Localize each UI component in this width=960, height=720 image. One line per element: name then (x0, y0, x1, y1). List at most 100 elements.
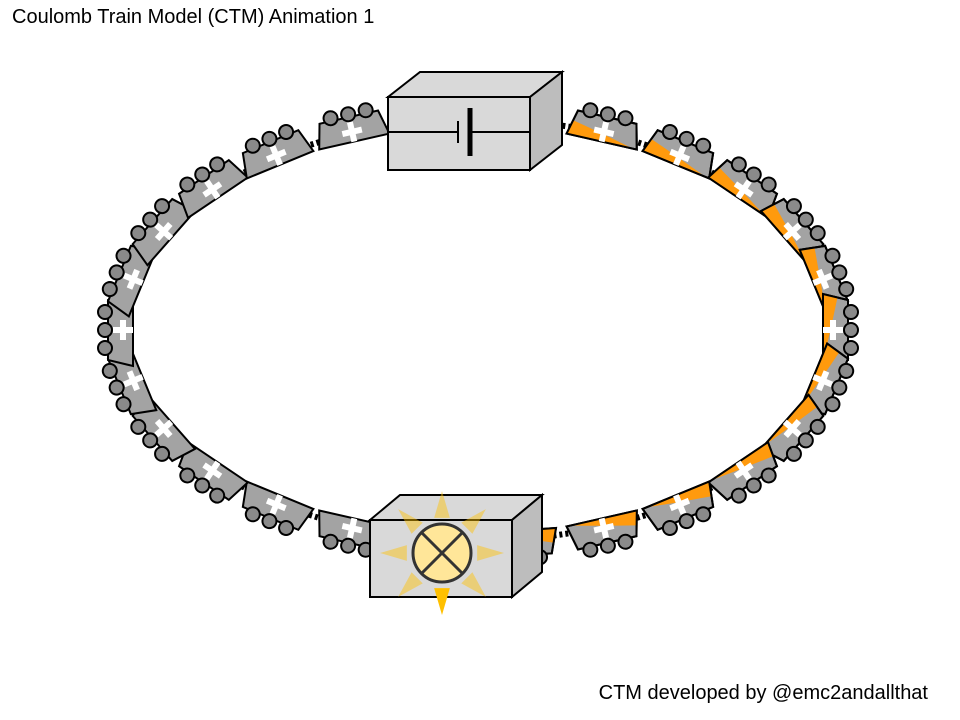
train-cart (641, 480, 719, 537)
charge-plus-icon (733, 181, 754, 198)
charge-plus-icon (154, 222, 173, 241)
credit-text: CTM developed by @emc2andallthat (598, 682, 928, 704)
charge-plus-icon (265, 148, 287, 163)
wheel (824, 396, 841, 413)
wheel (745, 166, 762, 183)
wheel (661, 123, 678, 140)
charge-plus-icon (593, 523, 615, 534)
wheel (194, 166, 211, 183)
battery-box (385, 69, 565, 173)
train-cart (565, 102, 641, 151)
wheel (617, 110, 634, 127)
wheel (278, 123, 295, 140)
charge-plus-icon (120, 320, 126, 340)
wheel (179, 176, 196, 193)
wheel (97, 322, 113, 338)
wheel (785, 445, 802, 462)
wheel (809, 225, 826, 242)
wheel (340, 106, 357, 123)
charge-plus-icon (669, 148, 691, 163)
light-ray (461, 509, 486, 534)
wheel (278, 520, 295, 537)
charge-plus-icon (733, 462, 754, 479)
light-ray (477, 545, 504, 561)
wheel (661, 520, 678, 537)
wheel (730, 487, 747, 504)
wheel (101, 281, 118, 298)
wheel (97, 340, 113, 356)
bulb-box (367, 491, 545, 615)
wheel (322, 110, 339, 127)
wheel (101, 362, 118, 379)
wheel (582, 541, 599, 558)
light-ray (380, 545, 407, 561)
wheel (730, 156, 747, 173)
wheel (194, 477, 211, 494)
train-cart (177, 156, 250, 220)
wheel (154, 445, 171, 462)
wheel (695, 506, 712, 523)
energy-load (823, 294, 839, 366)
wheel (617, 533, 634, 550)
light-ray (398, 509, 423, 534)
wheel (760, 176, 777, 193)
charge-plus-icon (783, 222, 802, 241)
wheel (142, 211, 159, 228)
wheel (142, 432, 159, 449)
charge-plus-icon (341, 126, 363, 137)
wheel (797, 211, 814, 228)
wheel (322, 533, 339, 550)
train-cart (130, 197, 197, 267)
wheel (599, 106, 616, 123)
charge-plus-icon (669, 497, 691, 512)
wheel (582, 102, 599, 119)
train-cart (241, 480, 315, 537)
train-cart (241, 123, 315, 180)
charge-plus-icon (202, 181, 223, 198)
wheel (108, 264, 125, 281)
charge-plus-icon (593, 126, 615, 137)
wheel (244, 506, 261, 523)
page-title: Coulomb Train Model (CTM) Animation 1 (12, 6, 375, 28)
wheel (261, 513, 278, 530)
wheel (843, 322, 859, 338)
wheel (678, 513, 695, 530)
charge-plus-icon (126, 370, 140, 392)
wheel (785, 198, 802, 215)
wheel (97, 304, 113, 320)
light-ray (398, 572, 423, 597)
wheel (340, 537, 357, 554)
train-cart (318, 102, 391, 151)
wheel (838, 281, 855, 298)
wheel (831, 264, 848, 281)
light-rays (380, 491, 504, 615)
battery-symbol-icon (388, 108, 530, 156)
wheel (760, 467, 777, 484)
wheel (843, 304, 859, 320)
wheel (115, 396, 132, 413)
light-ray (434, 491, 450, 518)
wheel (797, 432, 814, 449)
wheel (209, 487, 226, 504)
charge-plus-icon (816, 268, 830, 290)
train-cart (641, 123, 715, 180)
lamp-symbol-icon (411, 522, 473, 584)
wheel (838, 362, 855, 379)
wheel (179, 467, 196, 484)
charge-plus-icon (126, 268, 140, 290)
charge-plus-icon (783, 419, 802, 438)
wheel (599, 537, 616, 554)
wheel (154, 198, 171, 215)
wheel (244, 137, 261, 154)
charge-plus-icon (154, 419, 173, 438)
train-cart (565, 509, 643, 558)
wheel (108, 379, 125, 396)
wheel (745, 477, 762, 494)
wheel (809, 418, 826, 435)
charge-plus-icon (265, 497, 287, 512)
wheel (357, 102, 374, 119)
wheel (678, 130, 695, 147)
charge-plus-icon (816, 370, 830, 392)
wheel (831, 379, 848, 396)
